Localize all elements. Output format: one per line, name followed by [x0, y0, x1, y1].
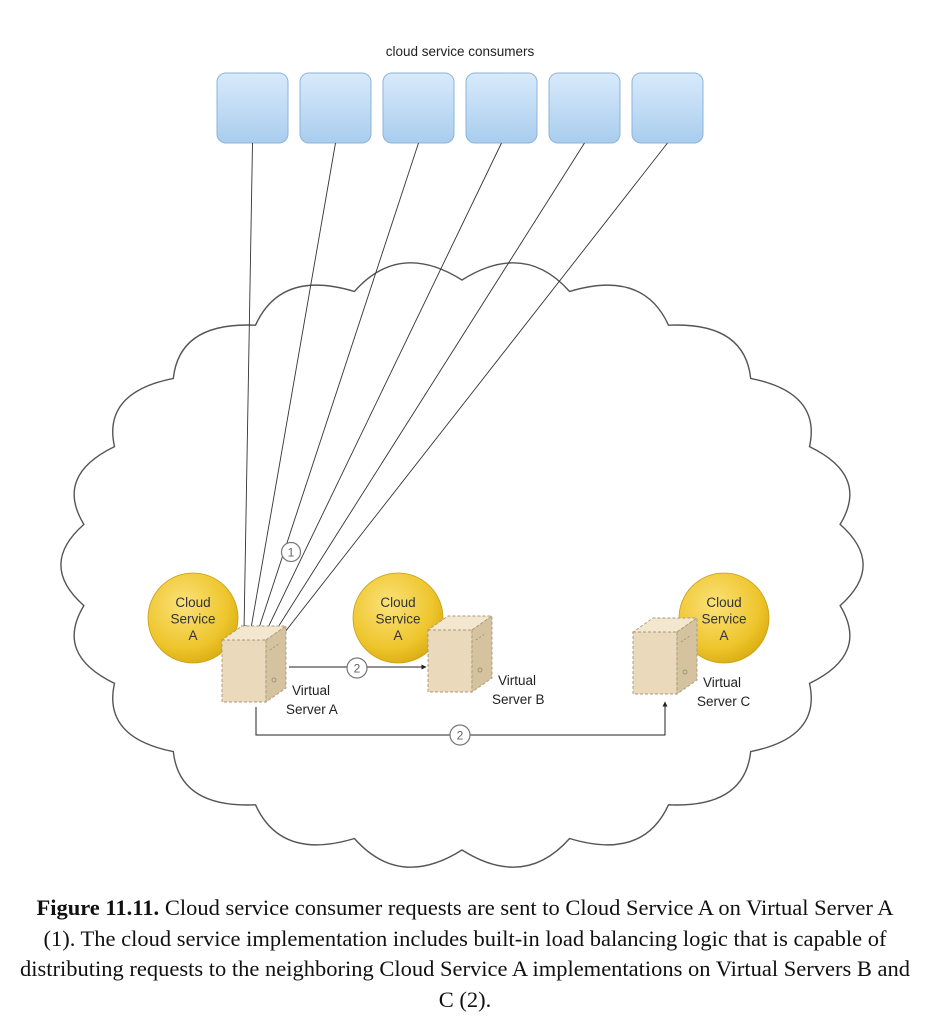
cloud-service-label: Cloud [380, 595, 415, 610]
cloud-service-label: Cloud [175, 595, 210, 610]
cloud-service-label: Service [375, 612, 420, 627]
cloud-service-label: A [719, 628, 728, 643]
figure-caption: Figure 11.11. Cloud service consumer req… [20, 893, 910, 1015]
cloud-service-label: Cloud [706, 595, 741, 610]
virtual-server-label: Server B [492, 692, 545, 707]
virtual-server-label: Server A [286, 702, 338, 717]
arrow-server-a-to-b: 2 [289, 657, 427, 679]
request-line [261, 142, 502, 641]
step-1-marker: 1 [280, 541, 302, 563]
virtual-server-label: Virtual [498, 673, 536, 688]
cloud-load-balancing-diagram: cloud service consumers 1 CloudServiceAC… [60, 44, 864, 868]
arrow-server-a-to-c: 2 [255, 701, 668, 746]
cloud-service-consumer [465, 72, 538, 144]
cloud-outline [60, 262, 864, 868]
virtual-server-label: Server C [697, 694, 751, 709]
cloud-service-consumer [216, 72, 289, 144]
consumer-group [216, 72, 704, 144]
cloud-service-consumer [299, 72, 372, 144]
cloud-service-consumer [382, 72, 455, 144]
virtual-server-label: Virtual [292, 683, 330, 698]
cloud-service-label: Service [701, 612, 746, 627]
cloud-service-consumer [548, 72, 621, 144]
consumers-label: cloud service consumers [386, 44, 535, 59]
svg-text:2: 2 [354, 662, 361, 676]
request-line [240, 142, 253, 632]
request-line [273, 142, 668, 647]
cloud-service-label: A [188, 628, 197, 643]
request-line [247, 142, 336, 635]
cloud-service-consumer [631, 72, 704, 144]
figure-caption-text: Cloud service consumer requests are sent… [20, 895, 910, 1012]
request-line [267, 142, 585, 644]
figure-label: Figure 11.11. [36, 895, 160, 920]
virtual-server-label: Virtual [703, 675, 741, 690]
request-lines [240, 142, 668, 647]
svg-text:2: 2 [457, 729, 464, 743]
cloud-service-label: A [393, 628, 402, 643]
cloud-service-label: Service [170, 612, 215, 627]
svg-text:1: 1 [288, 546, 295, 560]
